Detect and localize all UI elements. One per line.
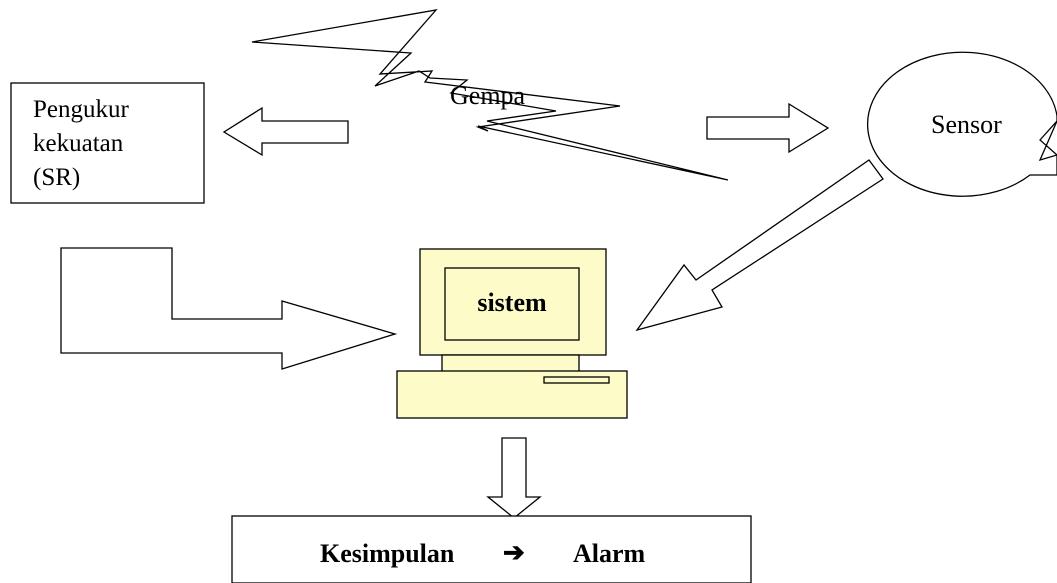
pengukur-line-3: (SR) [33,164,80,191]
gempa-label: Gempa [450,81,526,110]
disk-drive-slot [543,376,610,384]
down-block-arrow [486,437,542,519]
output-box [231,515,752,583]
computer-screen [444,267,580,341]
right-block-arrow [706,102,830,154]
right-arrow-glyph: ➔ [503,538,525,567]
pengukur-kekuatan-box [10,82,205,204]
pengukur-line-1: Pengukur [33,96,130,123]
sistem-label: sistem [477,288,547,317]
bent-arrow-pengukur-to-sistem [60,247,398,370]
computer-stand [441,354,580,373]
diagonal-arrow-sensor-to-sistem [635,159,884,332]
kesimpulan-label: Kesimpulan [320,539,455,568]
left-block-arrow [222,106,349,157]
lightning-bolt-shape [251,9,729,181]
sensor-balloon [867,51,1057,197]
sensor-label: Sensor [931,110,1002,139]
sensor-balloon-tail [1038,120,1057,162]
pengukur-line-2: kekuatan [33,130,124,157]
alarm-label: Alarm [573,539,646,568]
